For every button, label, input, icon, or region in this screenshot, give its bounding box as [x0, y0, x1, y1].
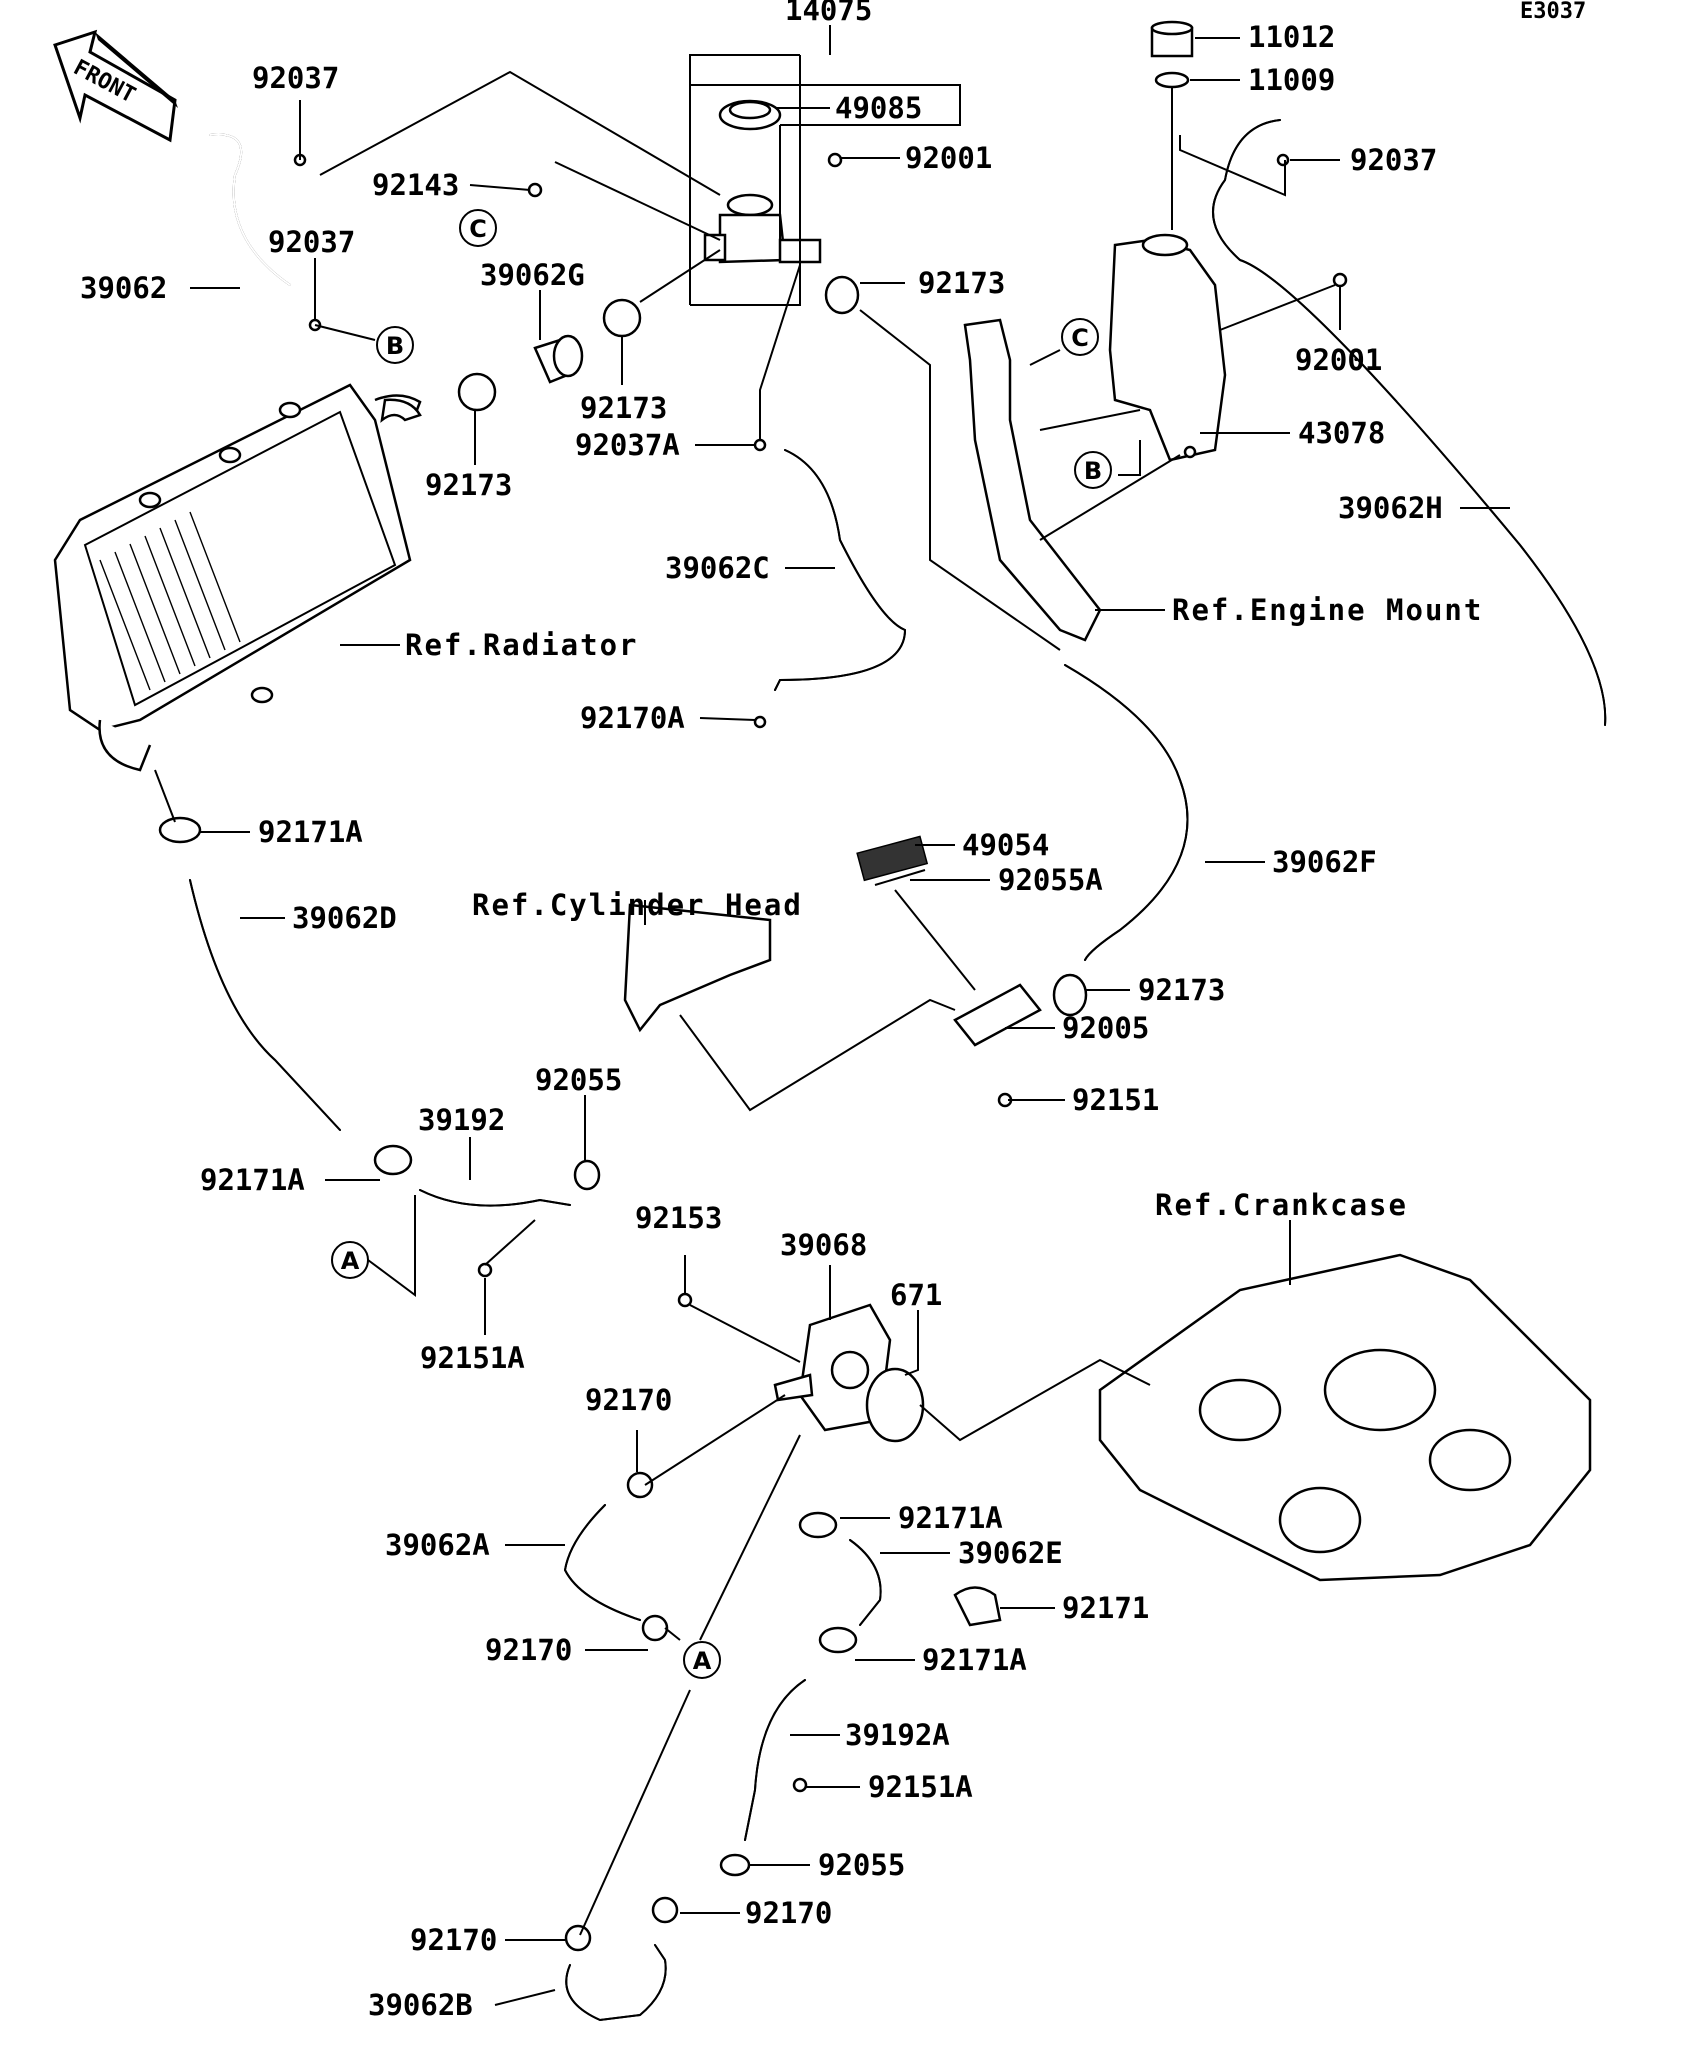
clamp-92173-c-icon: [824, 275, 860, 315]
part-49054: 49054: [962, 828, 1049, 862]
ref-crankcase: Ref.Crankcase: [1155, 1188, 1408, 1222]
o-ring-92055-a-icon: [573, 1159, 601, 1191]
part-39192a: 39192A: [845, 1718, 950, 1752]
part-39062e: 39062E: [958, 1536, 1063, 1570]
part-92171a-a: 92171A: [258, 815, 363, 849]
part-92151: 92151: [1072, 1083, 1159, 1117]
part-39062a: 39062A: [385, 1528, 490, 1562]
part-92170-b: 92170: [485, 1633, 572, 1667]
svg-text:A: A: [693, 1647, 712, 1675]
cylinder-head-drawing: [623, 903, 772, 1033]
clamp-92173-b-icon: [457, 372, 497, 412]
part-92173-a: 92173: [580, 391, 667, 425]
part-92170a: 92170A: [580, 701, 685, 735]
part-92037-b: 92037: [268, 225, 355, 259]
part-39062f: 39062F: [1272, 845, 1377, 879]
svg-text:A: A: [341, 1247, 360, 1275]
part-92001-right: 92001: [1295, 343, 1382, 377]
clamp-92171-icon: [953, 1586, 1002, 1627]
part-39062b: 39062B: [368, 1988, 473, 2022]
clamp-92171a-c-icon: [798, 1511, 838, 1539]
part-92170-a: 92170: [585, 1383, 672, 1417]
hose-39062: [209, 133, 291, 286]
svg-text:B: B: [1084, 457, 1102, 485]
part-92055a: 92055A: [998, 863, 1103, 897]
callout-c-top: C: [459, 209, 497, 247]
part-92055-b: 92055: [818, 1848, 905, 1882]
part-11009: 11009: [1248, 63, 1335, 97]
diagram-code: E3037: [1520, 0, 1586, 24]
radiator-drawing: [53, 383, 422, 772]
part-39062g: 39062G: [480, 258, 585, 292]
part-49085: 49085: [835, 91, 922, 125]
part-11012: 11012: [1248, 20, 1335, 54]
clamp-92171a-b-icon: [373, 1144, 413, 1176]
part-92171a-d: 92171A: [922, 1643, 1027, 1677]
callout-a-left: A: [331, 1241, 369, 1279]
svg-text:C: C: [1071, 324, 1089, 352]
part-39062c: 39062C: [665, 551, 770, 585]
clamp-92173-a-icon: [602, 298, 642, 338]
part-92173-b: 92173: [425, 468, 512, 502]
thermostat-49054-icon: [856, 835, 929, 882]
part-671: 671: [890, 1278, 942, 1312]
o-ring-92055-b-icon: [719, 1853, 751, 1877]
leader-lines: [154, 25, 1510, 2006]
part-92151a-a: 92151A: [420, 1341, 525, 1375]
clamp-92171a-d-icon: [818, 1626, 858, 1654]
part-92170-d: 92170: [410, 1923, 497, 1957]
callout-c-right: C: [1061, 318, 1099, 356]
clamp-92171a-a-icon: [158, 816, 202, 844]
part-92171: 92171: [1062, 1591, 1149, 1625]
part-14075: 14075: [785, 0, 872, 27]
part-92005: 92005: [1062, 1011, 1149, 1045]
ref-radiator: Ref.Radiator: [405, 628, 639, 662]
part-92151a-b: 92151A: [868, 1770, 973, 1804]
part-92037-a: 92037: [252, 61, 339, 95]
crankcase-drawing: [1098, 1253, 1592, 1582]
part-92001-top: 92001: [905, 141, 992, 175]
callout-b-top: B: [376, 326, 414, 364]
part-92173-c: 92173: [918, 266, 1005, 300]
water-pump-drawing: [773, 1303, 925, 1443]
part-92173-d: 92173: [1138, 973, 1225, 1007]
engine-mount-drawing: [963, 318, 1102, 642]
part-39068: 39068: [780, 1228, 867, 1262]
part-92153: 92153: [635, 1201, 722, 1235]
clamp-92170-d-icon: [564, 1924, 592, 1952]
front-arrow-icon: FRONT: [53, 29, 178, 143]
part-92037a: 92037A: [575, 428, 680, 462]
part-92170-c: 92170: [745, 1896, 832, 1930]
clamp-92170-b-icon: [641, 1614, 669, 1642]
ref-cylinder-head: Ref.Cylinder Head: [472, 888, 803, 922]
svg-text:B: B: [386, 332, 404, 360]
part-92037-c: 92037: [1350, 143, 1437, 177]
part-39062h: 39062H: [1338, 491, 1443, 525]
ref-engine-mount: Ref.Engine Mount: [1172, 593, 1483, 627]
callout-b-right: B: [1074, 451, 1112, 489]
part-92055-a: 92055: [535, 1063, 622, 1097]
reservoir-tank-drawing: [1108, 20, 1227, 462]
part-39062: 39062: [80, 271, 167, 305]
clamp-92170-a-icon: [626, 1471, 654, 1499]
part-92143: 92143: [372, 168, 459, 202]
hose-39062g-drawing: [533, 334, 584, 384]
part-92171a-b: 92171A: [200, 1163, 305, 1197]
part-labels: 14075 49085 92001 92143 92037 92037 3906…: [80, 0, 1483, 2022]
svg-text:C: C: [469, 215, 487, 243]
callout-a-lower: A: [683, 1641, 721, 1679]
part-43078: 43078: [1298, 416, 1385, 450]
part-39062d: 39062D: [292, 901, 397, 935]
clamp-92170-c-icon: [651, 1896, 679, 1924]
part-92171a-c: 92171A: [898, 1501, 1003, 1535]
part-39192: 39192: [418, 1103, 505, 1137]
